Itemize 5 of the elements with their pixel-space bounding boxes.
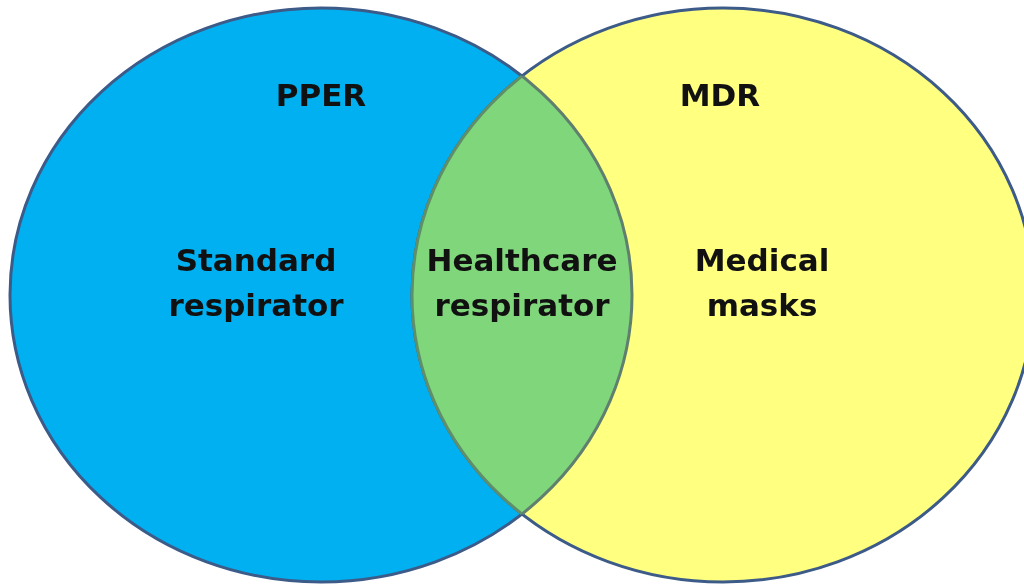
region-label: Standard respirator (167, 241, 345, 325)
set-heading: MDR (678, 75, 762, 115)
region-label: Medical masks (693, 241, 831, 325)
set-heading: PPER (274, 75, 368, 115)
overlap-label: Healthcare respirator (425, 241, 619, 325)
